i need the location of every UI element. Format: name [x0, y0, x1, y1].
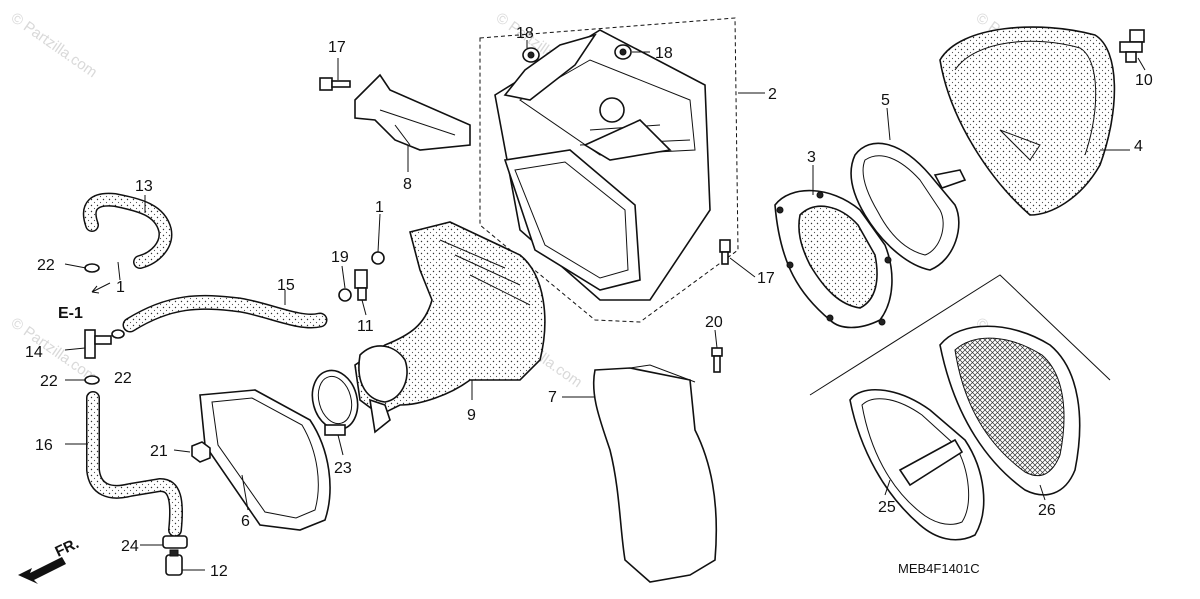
hose-clip[interactable] — [371, 251, 385, 265]
callout-10: 10 — [1135, 72, 1153, 89]
callout-26: 26 — [1038, 502, 1056, 519]
nut[interactable] — [191, 441, 211, 463]
drain-plug[interactable] — [165, 549, 183, 576]
front-arrow-label: FR. — [53, 535, 82, 561]
callout-22c: 22 — [114, 370, 132, 387]
grommet[interactable] — [522, 47, 540, 63]
bolt[interactable] — [719, 239, 731, 265]
callout-24: 24 — [121, 538, 139, 555]
callout-6: 6 — [241, 513, 250, 530]
tube-clip[interactable] — [84, 375, 100, 385]
upper-breather-tube[interactable] — [82, 192, 173, 269]
screw[interactable] — [711, 347, 723, 373]
hose-clamp-band[interactable] — [306, 365, 364, 436]
callout-23: 23 — [334, 460, 352, 477]
callout-22b: 22 — [40, 373, 58, 390]
diagram-code: MEB4F1401C — [898, 561, 980, 576]
air-filter-element[interactable] — [939, 26, 1116, 216]
drain-clip[interactable] — [162, 535, 188, 549]
tube-clip[interactable] — [111, 329, 125, 339]
mud-guard[interactable] — [592, 364, 718, 583]
element-holder[interactable] — [774, 189, 893, 329]
element-gasket[interactable] — [850, 142, 967, 271]
bolt[interactable] — [319, 77, 351, 91]
callout-21: 21 — [150, 443, 168, 460]
watermark: © Partzilla.com — [8, 9, 101, 81]
front-arrow-icon — [18, 557, 66, 584]
callout-11: 11 — [357, 318, 374, 335]
breather-tube[interactable] — [122, 294, 328, 333]
callout-17b: 17 — [757, 270, 775, 287]
air-cleaner-case[interactable] — [494, 29, 711, 301]
callout-19: 19 — [331, 249, 349, 266]
callout-14: 14 — [25, 344, 43, 361]
callout-22a: 22 — [37, 257, 55, 274]
callout-7: 7 — [548, 389, 557, 406]
grommet[interactable] — [614, 44, 632, 60]
callout-15: 15 — [277, 277, 295, 294]
t-joint[interactable] — [84, 329, 112, 359]
callout-labels: 1 1 2 3 4 5 6 7 8 9 10 11 12 13 14 15 16… — [25, 25, 1153, 580]
callout-2: 2 — [768, 86, 777, 103]
callout-1a: 1 — [375, 199, 384, 216]
callout-9: 9 — [467, 407, 476, 424]
bracket[interactable] — [354, 73, 471, 151]
callout-16: 16 — [35, 437, 53, 454]
callout-4: 4 — [1134, 138, 1143, 155]
breather-joint[interactable] — [354, 269, 368, 301]
section-divider — [809, 274, 1111, 396]
callout-3: 3 — [807, 149, 816, 166]
clip[interactable] — [338, 288, 352, 302]
callout-1b: 1 — [116, 279, 125, 296]
tube-clip[interactable] — [84, 263, 100, 273]
callout-18b: 18 — [655, 45, 673, 62]
breather-fitting[interactable] — [1119, 29, 1145, 63]
air-cleaner-housing[interactable] — [354, 221, 546, 434]
callout-18a: 18 — [516, 25, 534, 42]
drain-tube[interactable] — [86, 391, 184, 537]
section-reference: E-1 — [58, 305, 83, 322]
callout-13: 13 — [135, 178, 153, 195]
section-ref-arrow-icon — [91, 282, 111, 294]
leader-lines — [64, 40, 1146, 571]
callout-20: 20 — [705, 314, 723, 331]
front-direction-indicator: FR. — [18, 535, 82, 584]
element-frame[interactable] — [849, 389, 985, 541]
callout-8: 8 — [403, 176, 412, 193]
screen-element[interactable] — [939, 325, 1081, 496]
callout-5: 5 — [881, 92, 890, 109]
case-gasket[interactable] — [199, 389, 331, 531]
callout-12: 12 — [210, 563, 228, 580]
case-dashed-outline — [479, 17, 739, 323]
callout-17a: 17 — [328, 39, 346, 56]
callout-25: 25 — [878, 499, 896, 516]
